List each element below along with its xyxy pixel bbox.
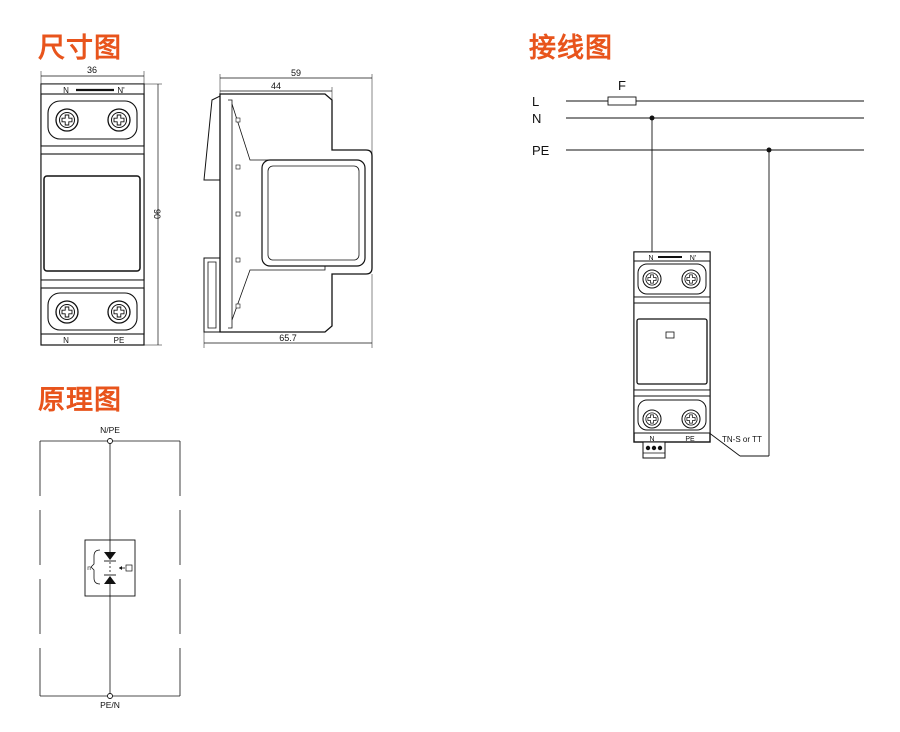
principle-top-terminal-label: N/PE [100,425,120,435]
principle-title: 原理图 [38,385,122,416]
device-top-terminal-n-prime: N' [690,255,696,262]
gas-tube-bottom-icon [104,576,116,584]
system-type-label: TN-S or TT [722,435,762,444]
spd-device: N N' N PE [633,251,711,459]
device-top-terminal-n: N [648,255,653,262]
fuse-icon [607,96,637,106]
top-terminal-node [107,438,113,444]
screw-icon [681,409,701,429]
front-bottom-terminal-n: N [63,336,69,345]
screw-icon [55,300,79,324]
front-top-terminal-n-prime: N' [117,86,125,95]
principle-diagram: N/PE PE/N n [39,425,181,710]
front-view: 36 N N' N PE 90 [40,65,162,346]
fuse-label: F [618,78,626,93]
gas-tube-top-icon [104,552,116,560]
screw-icon [642,409,662,429]
wiring-diagram: L N PE F N N' [532,78,864,459]
wiring-title: 接线图 [529,33,613,64]
line-n-label: N [532,111,541,126]
screw-icon [107,300,131,324]
depth-total-label: 59 [291,68,301,78]
front-bottom-terminal-pe: PE [114,336,125,345]
height-dimension-label: 90 [152,209,162,219]
line-l-label: L [532,94,539,109]
screw-icon [642,269,662,289]
status-window-icon [665,331,675,339]
principle-bottom-terminal-label: PE/N [100,700,120,710]
line-pe-label: PE [532,143,550,158]
depth-base-label: 65.7 [279,333,297,343]
component-count-label: n [87,565,91,572]
dimensions-title: 尺寸图 [38,33,122,64]
width-dimension-label: 36 [87,65,97,75]
depth-body-label: 44 [271,81,281,91]
bottom-terminal-node [107,693,113,699]
screw-icon [107,108,131,132]
indicator-icon [125,564,133,572]
device-bottom-terminal-pe: PE [685,436,695,443]
front-top-terminal-n: N [63,86,69,95]
device-bottom-terminal-n: N [649,436,654,443]
side-view: 59 44 65.7 [203,68,373,348]
screw-icon [681,269,701,289]
screw-icon [55,108,79,132]
